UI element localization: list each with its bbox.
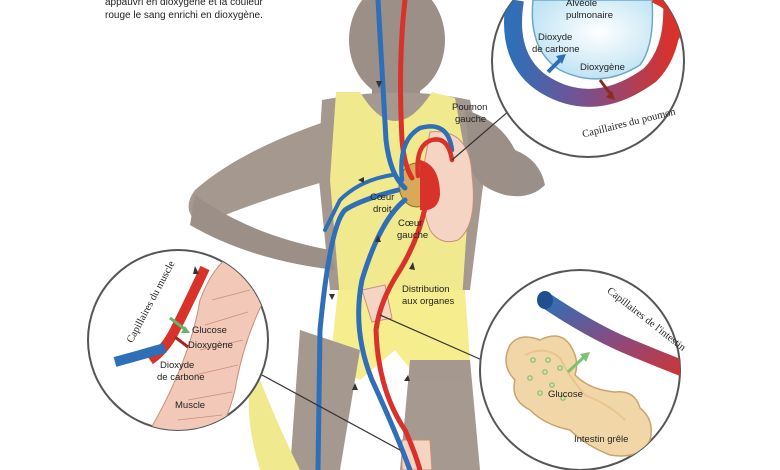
flow-arrows bbox=[329, 81, 415, 390]
muscle-o2-label: Dioxygène bbox=[188, 340, 233, 351]
muscle-co2-label-2: de carbone bbox=[157, 372, 205, 383]
label-coeur-gauche-2: gauche bbox=[397, 230, 428, 241]
intro-line-2: rouge le sang enrichi en dioxygène. bbox=[105, 10, 263, 21]
connector-lines bbox=[261, 109, 511, 451]
label-coeur-droit-2: droit bbox=[373, 204, 392, 215]
lung-co2-label-2: de carbone bbox=[532, 44, 580, 55]
muscle-inset: Capillaires du muscle Glucose Dioxygène … bbox=[87, 249, 269, 431]
muscle-label: Muscle bbox=[175, 400, 205, 411]
muscle-glucose-label: Glucose bbox=[192, 325, 227, 336]
label-poumon-1: Poumon bbox=[452, 102, 487, 113]
label-distribution-2: aux organes bbox=[402, 296, 455, 307]
lung-inset: Alvéole pulmonaire Dioxyde de carbone Di… bbox=[491, 0, 685, 158]
label-distribution-1: Distribution bbox=[402, 284, 450, 295]
label-coeur-droit-1: Cœur bbox=[370, 192, 394, 203]
muscle-co2-label-1: Dioxyde bbox=[160, 360, 194, 371]
intestine-inset: Capillaires de l'intestin Glucose Intest… bbox=[479, 269, 688, 470]
blood-vessels bbox=[315, 0, 455, 470]
intro-line-1: appauvri en dioxygène et la couleur bbox=[105, 0, 264, 8]
label-poumon-2: gauche bbox=[455, 114, 486, 125]
lung-alveole-label-2: pulmonaire bbox=[566, 10, 613, 21]
intestine-label: Intestin grêle bbox=[574, 434, 628, 445]
intestine-glucose-label: Glucose bbox=[548, 389, 583, 400]
lung-o2-label: Dioxygène bbox=[580, 62, 625, 73]
lung-co2-label-1: Dioxyde bbox=[538, 32, 572, 43]
label-coeur-gauche-1: Cœur bbox=[398, 218, 422, 229]
lung-alveole-label-1: Alvéole bbox=[566, 0, 597, 9]
